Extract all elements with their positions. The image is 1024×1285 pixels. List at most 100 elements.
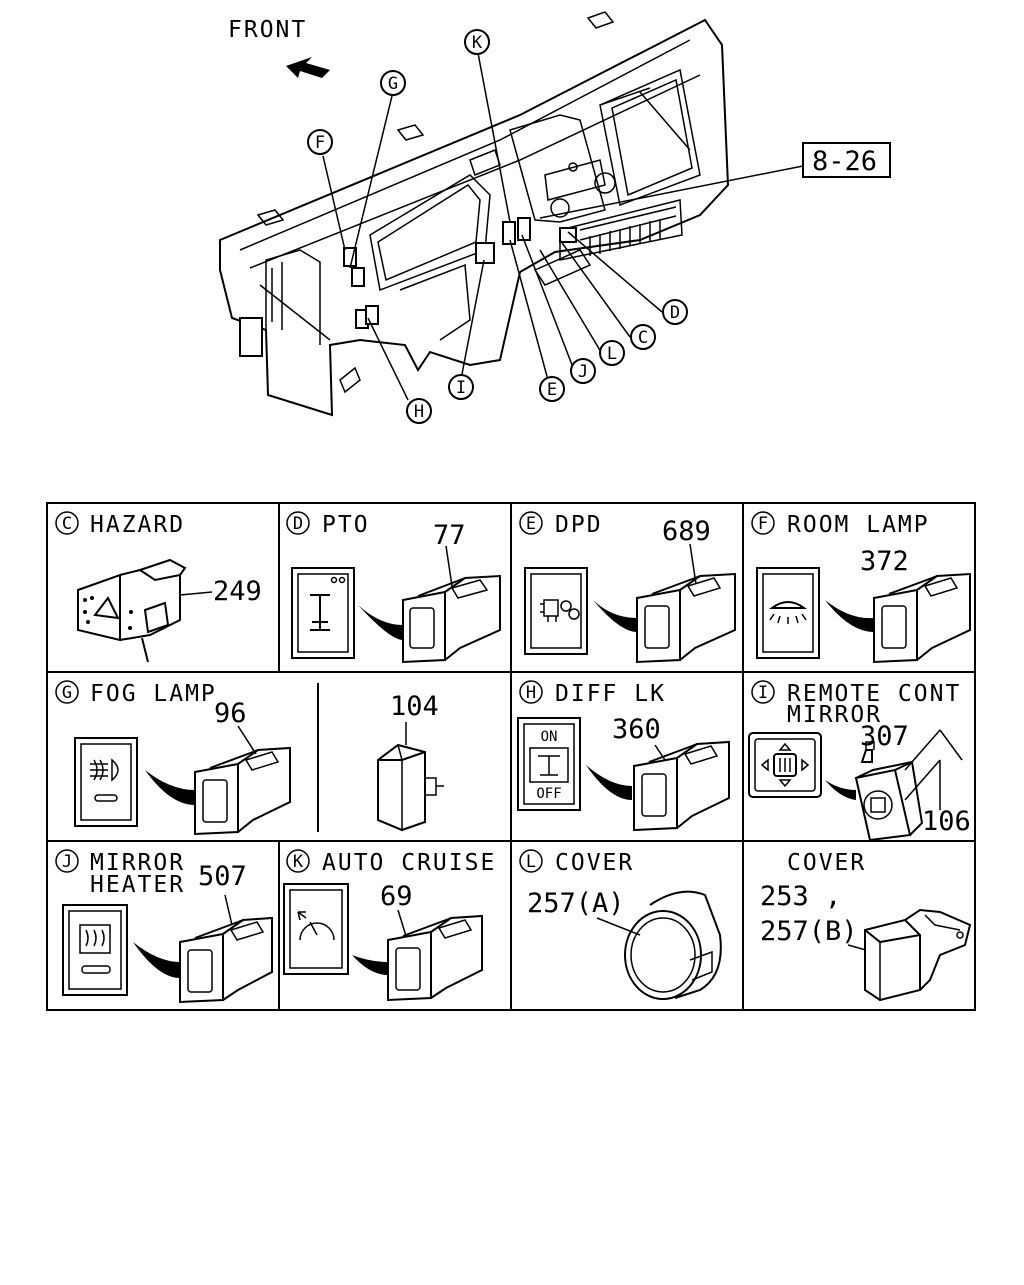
panel-title: COVER xyxy=(555,850,634,876)
callout-E: E xyxy=(539,376,565,402)
panel-cover-l: L COVER 257(A) xyxy=(519,849,722,1000)
svg-text:F: F xyxy=(315,133,325,153)
panel-title: HAZARD xyxy=(90,512,185,538)
mirror-heater-switch xyxy=(179,894,273,1004)
part-number: 360 xyxy=(612,714,661,745)
diff-lk-on-label: ON xyxy=(541,729,558,745)
part-number: 257(B) xyxy=(760,916,858,947)
dpd-label-plate xyxy=(524,567,588,655)
panel-cover-m: COVER 253 , 257(B) xyxy=(760,850,972,1002)
parts-grid xyxy=(46,502,976,1011)
panel-letter: L xyxy=(526,852,536,872)
svg-text:D: D xyxy=(670,303,680,323)
dpd-icon xyxy=(540,599,580,622)
panel-letter: I xyxy=(758,683,768,703)
panel-title-line2: HEATER xyxy=(90,872,185,898)
auto-cruise-label-plate xyxy=(283,883,349,975)
callout-L: L xyxy=(599,340,625,366)
panel-letter: J xyxy=(62,852,72,872)
callout-G: G xyxy=(380,70,406,96)
mirror-control-icon xyxy=(760,742,810,788)
part-number: 77 xyxy=(433,520,466,551)
part-number: 372 xyxy=(860,546,909,577)
panel-letter: H xyxy=(526,683,536,703)
panel-title: AUTO CRUISE xyxy=(322,850,496,876)
pto-switch xyxy=(402,545,501,664)
panel-letter: G xyxy=(62,683,72,703)
round-cover xyxy=(596,890,722,1000)
part-number: 249 xyxy=(213,576,262,607)
diff-lk-switch xyxy=(633,740,730,832)
dpd-switch xyxy=(636,543,736,664)
panel-letter: C xyxy=(62,514,72,534)
panel-title: ROOM LAMP xyxy=(787,512,930,538)
front-label: FRONT xyxy=(228,17,307,43)
diff-lk-icon xyxy=(538,755,560,776)
svg-text:G: G xyxy=(388,74,398,94)
callout-F: F xyxy=(307,129,333,155)
auto-cruise-switch xyxy=(387,909,483,1002)
svg-text:K: K xyxy=(472,33,483,53)
svg-text:E: E xyxy=(547,380,557,400)
callout-leaders xyxy=(322,52,663,401)
panel-remote-cont-mirror: I REMOTE CONT MIRROR 307 106 xyxy=(748,680,971,842)
panel-title: DPD xyxy=(555,512,603,538)
pto-icon xyxy=(310,594,330,631)
panel-fog-lamp: G FOG LAMP 96 104 xyxy=(55,680,444,836)
dashboard-overview: FRONT xyxy=(219,11,891,424)
panel-title: COVER xyxy=(787,850,866,876)
svg-text:J: J xyxy=(578,362,588,382)
part-number: 257(A) xyxy=(527,888,625,919)
panel-diff-lk: H DIFF LK 360 ON OFF xyxy=(517,680,730,832)
reference-box xyxy=(802,142,891,178)
room-lamp-label-plate xyxy=(756,567,820,659)
part-number: 253 , xyxy=(760,881,841,912)
part-number: 507 xyxy=(198,861,247,892)
panel-title: DIFF LK xyxy=(555,681,666,707)
room-lamp-switch xyxy=(873,572,971,664)
diff-lk-off-label: OFF xyxy=(536,786,561,802)
mirror-control-switch xyxy=(854,729,963,842)
hazard-switch-icon xyxy=(77,558,213,663)
callout-D: D xyxy=(662,299,688,325)
mirror-heater-label-plate xyxy=(62,904,128,996)
mirror-control-plate xyxy=(748,732,822,798)
part-number: 104 xyxy=(390,691,439,722)
part-number: 307 xyxy=(860,721,909,752)
fog-lamp-label-plate xyxy=(74,737,138,827)
panel-auto-cruise: K AUTO CRUISE 69 xyxy=(283,849,496,1002)
svg-text:I: I xyxy=(456,378,466,398)
panel-pto: D PTO 77 xyxy=(286,511,501,664)
part-number: 689 xyxy=(662,516,711,547)
mirror-heater-icon xyxy=(79,924,111,974)
panel-letter: E xyxy=(526,514,536,534)
fog-lamp-icon xyxy=(90,758,119,802)
pto-label-plate xyxy=(291,567,355,659)
panel-room-lamp: F ROOM LAMP 372 xyxy=(751,511,971,664)
panel-title-line2: MIRROR xyxy=(787,702,882,728)
diff-lk-label-plate xyxy=(517,717,581,811)
panel-mirror-heater: J MIRROR HEATER 507 xyxy=(55,849,273,1004)
callout-J: J xyxy=(570,358,596,384)
fog-lamp-cap xyxy=(377,722,444,832)
callout-C: C xyxy=(630,324,656,350)
panel-dpd: E DPD 689 xyxy=(519,511,736,664)
part-number: 69 xyxy=(380,881,413,912)
fog-lamp-switch xyxy=(194,725,291,836)
svg-text:C: C xyxy=(638,328,648,348)
panel-title-line1: REMOTE CONT xyxy=(787,681,961,707)
front-arrow-icon xyxy=(286,57,330,78)
reference-label: 8-26 xyxy=(812,146,877,177)
svg-text:H: H xyxy=(414,402,424,422)
dashboard-body xyxy=(219,11,730,417)
room-lamp-icon xyxy=(768,601,808,609)
panel-letter: D xyxy=(293,514,303,534)
square-cover xyxy=(847,908,972,1002)
callout-I: I xyxy=(448,374,474,400)
panel-title: PTO xyxy=(322,512,370,538)
panel-letter: K xyxy=(293,852,304,872)
part-number: 106 xyxy=(922,806,971,837)
panel-letter: F xyxy=(758,514,768,534)
part-number: 96 xyxy=(214,698,247,729)
